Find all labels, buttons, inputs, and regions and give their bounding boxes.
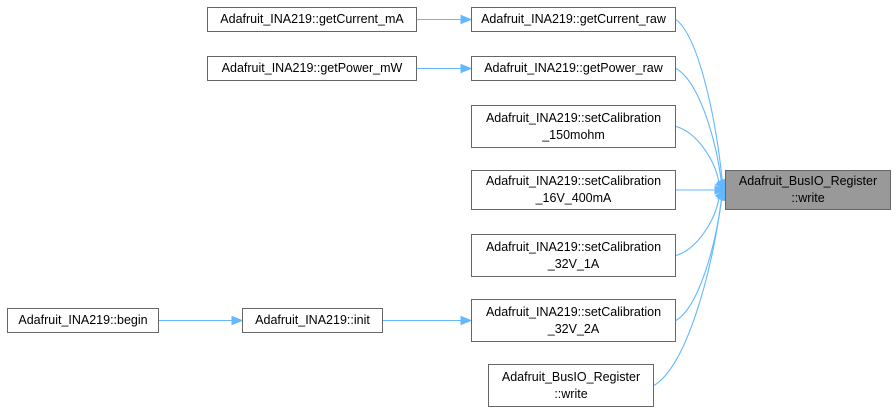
node-label-line: ::write xyxy=(791,191,825,205)
call-edge xyxy=(675,199,723,321)
call-edge xyxy=(675,19,723,181)
node-label-line: _150mohm xyxy=(542,127,605,142)
node-label-line: _32V_1A xyxy=(547,256,600,271)
arrowhead-icon xyxy=(460,315,473,326)
node-label-line: Adafruit_INA219::getCurrent_raw xyxy=(481,12,666,26)
call-edge xyxy=(653,199,723,386)
node-ina219-getpower-mw[interactable]: Adafruit_INA219::getPower_mW xyxy=(207,56,417,81)
node-ina219-getcurrent-ma[interactable]: Adafruit_INA219::getCurrent_mA xyxy=(207,7,417,32)
node-ina219-setcalibration-150mohm[interactable]: Adafruit_INA219::setCalibration _150mohm xyxy=(471,105,676,148)
node-label-line: _16V_400mA xyxy=(535,191,612,205)
node-label-line: Adafruit_INA219::getCurrent_mA xyxy=(220,12,404,26)
call-edge xyxy=(675,197,720,257)
node-ina219-setcalibration-32v-1a[interactable]: Adafruit_INA219::setCalibration _32V_1A xyxy=(471,234,676,277)
node-label-line: Adafruit_INA219::setCalibration xyxy=(485,239,662,254)
arrowhead-icon xyxy=(714,178,726,192)
node-ina219-setcalibration-32v-2a[interactable]: Adafruit_INA219::setCalibration _32V_2A xyxy=(471,299,676,342)
node-label-line: Adafruit_INA219::getPower_mW xyxy=(221,61,403,75)
node-label-line: Adafruit_INA219::setCalibration xyxy=(485,110,662,125)
call-edge xyxy=(675,68,722,181)
node-label-line: _32V_2A xyxy=(547,321,600,336)
node-ina219-init[interactable]: Adafruit_INA219::init xyxy=(242,308,383,333)
node-ina219-begin[interactable]: Adafruit_INA219::begin xyxy=(7,308,159,333)
arrowhead-icon xyxy=(714,185,727,195)
node-label-line: Adafruit_INA219::begin xyxy=(18,313,148,327)
node-ina219-getpower-raw[interactable]: Adafruit_INA219::getPower_raw xyxy=(471,56,676,81)
node-label-line: Adafruit_INA219::setCalibration xyxy=(485,174,662,188)
call-edge xyxy=(675,125,720,183)
node-label-line: Adafruit_BusIO_Register xyxy=(501,369,641,384)
node-label-line: Adafruit_INA219::init xyxy=(255,313,370,327)
arrowhead-icon xyxy=(460,14,473,25)
node-busio-register-write-caller[interactable]: Adafruit_BusIO_Register ::write xyxy=(488,364,654,407)
node-ina219-getcurrent-raw[interactable]: Adafruit_INA219::getCurrent_raw xyxy=(471,7,676,32)
node-label-line: ::write xyxy=(554,386,588,401)
node-ina219-setcalibration-16v-400ma[interactable]: Adafruit_INA219::setCalibration _16V_400… xyxy=(471,170,676,210)
node-label-line: Adafruit_BusIO_Register xyxy=(738,174,878,188)
node-label-line: Adafruit_INA219::setCalibration xyxy=(485,304,662,319)
arrowhead-icon xyxy=(231,315,244,326)
node-busio-register-write-target[interactable]: Adafruit_BusIO_Register ::write xyxy=(725,170,891,210)
arrowhead-icon xyxy=(460,63,473,74)
node-label-line: Adafruit_INA219::getPower_raw xyxy=(484,61,663,75)
